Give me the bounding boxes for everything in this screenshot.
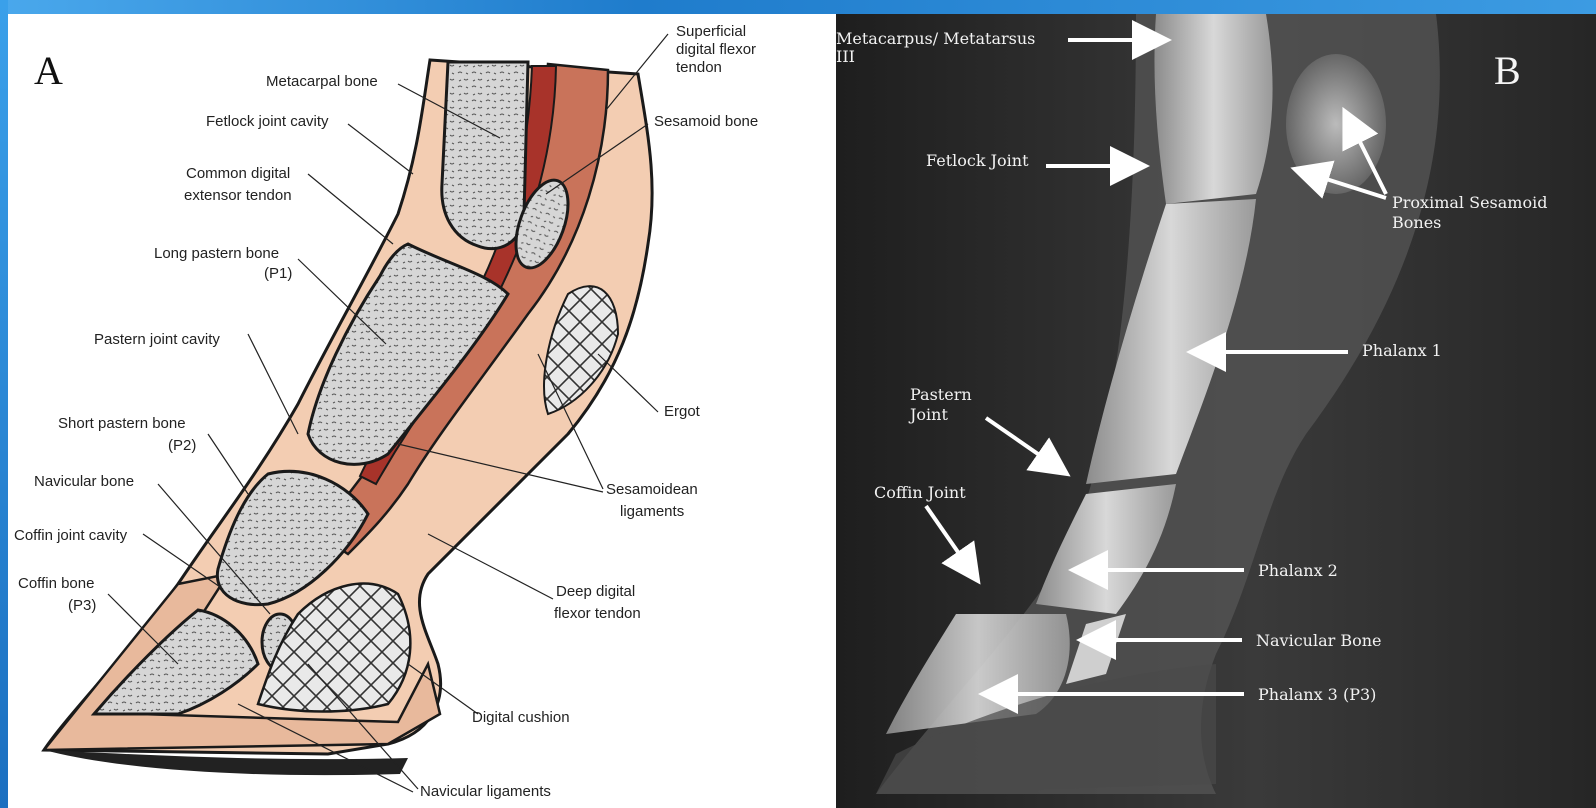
label-superficial-3: tendon [676,59,722,76]
label-pastern-1: Pastern [910,385,972,404]
label-metacarpal: Metacarpal bone [266,73,378,90]
label-sesamoid-2: Bones [1392,213,1441,232]
label-navicular: Navicular bone [34,473,134,490]
label-cushion: Digital cushion [472,709,570,726]
label-superficial-1: Superficial [676,23,746,40]
label-short-pastern-1: Short pastern bone [58,415,186,432]
cannon-bone [1154,14,1272,204]
label-navicular-bone: Navicular Bone [1256,631,1382,650]
radiograph-svg: B Metacarpus/ Metatarsus III Fetlock Joi… [836,14,1596,808]
label-phalanx-1: Phalanx 1 [1362,341,1442,360]
label-coffin-bone-2: (P3) [68,597,96,614]
label-pastern-2: Joint [908,405,948,424]
label-long-pastern-2: (P1) [264,265,292,282]
label-long-pastern-1: Long pastern bone [154,245,279,262]
slide-frame-top [0,0,1596,14]
metacarpal-bone [442,62,528,249]
label-metacarpus-1: Metacarpus/ Metatarsus [836,29,1035,48]
label-fetlock-cavity: Fetlock joint cavity [206,113,329,130]
panel-b-letter: B [1494,48,1521,93]
label-deep-1: Deep digital [556,583,635,600]
label-coffin-joint: Coffin Joint [874,483,966,502]
label-sesamoidean-2: ligaments [620,503,684,520]
label-navicular-lig: Navicular ligaments [420,783,551,800]
label-deep-2: flexor tendon [554,605,641,622]
hoof-anatomy-svg: A Superficial digital flexor tendon [8,14,808,808]
label-metacarpus-2: III [836,47,855,66]
label-phalanx-3: Phalanx 3 (P3) [1258,685,1376,704]
label-short-pastern-2: (P2) [168,437,196,454]
panel-gap [808,14,836,808]
label-common-1: Common digital [186,165,290,182]
slide-frame-left [0,0,8,808]
panel-a-letter: A [34,48,63,93]
label-pastern-cavity: Pastern joint cavity [94,331,220,348]
label-ergot: Ergot [664,403,701,420]
label-superficial-2: digital flexor [676,41,756,58]
panel-b-radiograph: B Metacarpus/ Metatarsus III Fetlock Joi… [836,14,1596,808]
label-sesamoid: Sesamoid bone [654,113,758,130]
label-sesamoid-1: Proximal Sesamoid [1392,193,1547,212]
panel-a-anatomy-diagram: A Superficial digital flexor tendon [8,14,808,808]
label-fetlock: Fetlock Joint [926,151,1029,170]
label-coffin-cavity: Coffin joint cavity [14,527,128,544]
label-phalanx-2: Phalanx 2 [1258,561,1338,580]
label-sesamoidean-1: Sesamoidean [606,481,698,498]
label-common-2: extensor tendon [184,187,292,204]
label-coffin-bone-1: Coffin bone [18,575,94,592]
